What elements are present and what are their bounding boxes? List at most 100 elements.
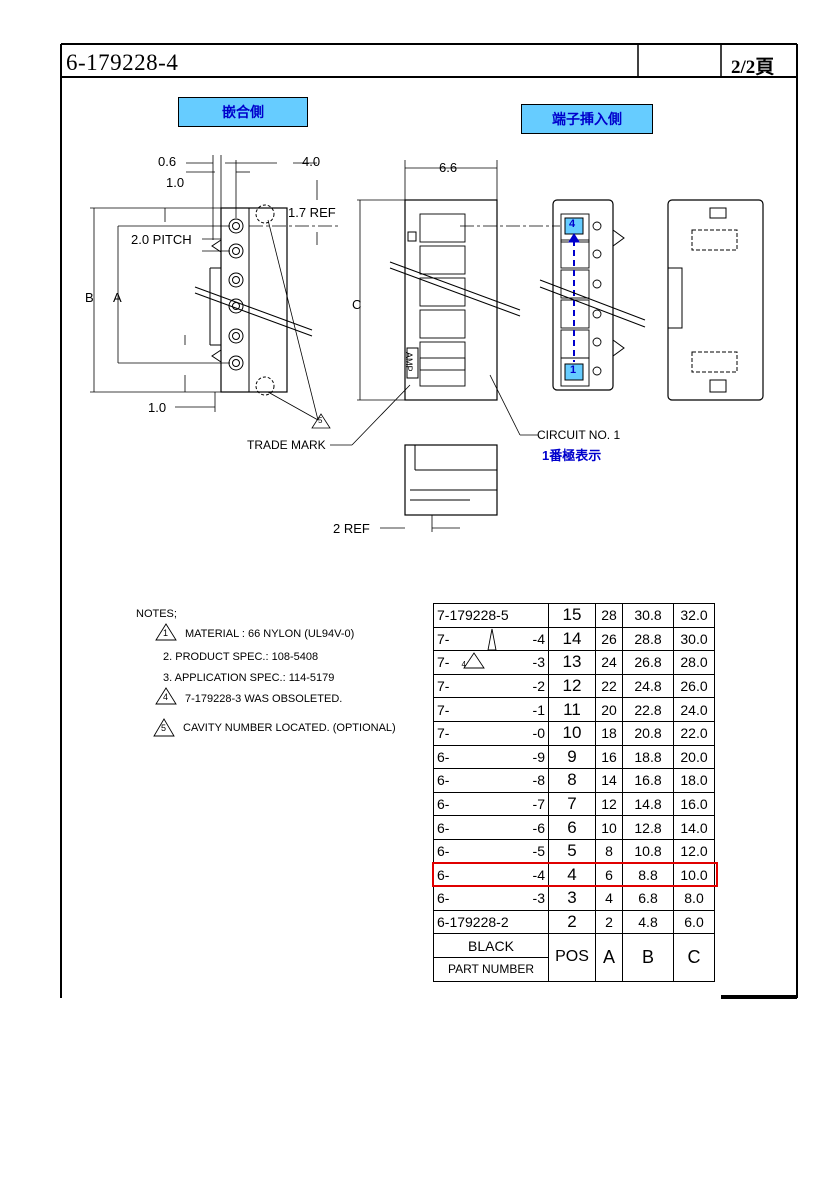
part-prefix-cell: 7-	[433, 697, 494, 722]
a-cell: 22	[595, 673, 623, 699]
b-cell: 4.8	[622, 909, 674, 935]
b-cell: 6.8	[622, 886, 674, 911]
a-cell: 6	[595, 862, 623, 888]
table-row: 6- -7 7 12 14.8 16.0	[433, 791, 715, 817]
dim-b: B	[85, 290, 94, 305]
cavity-4-label: 4	[569, 218, 576, 230]
table-row: 7- -2 12 22 24.8 26.0	[433, 673, 715, 699]
a-cell: 16	[595, 744, 623, 770]
part-prefix-cell: 7-4	[433, 650, 494, 675]
part-prefix-cell: 7-	[433, 720, 494, 746]
part-suffix-cell: -8	[494, 768, 549, 793]
a-cell: 18	[595, 720, 623, 746]
table-row: 6- -8 8 14 16.8 18.0	[433, 768, 715, 793]
table-row: 7- -0 10 18 20.8 22.0	[433, 720, 715, 746]
part-prefix-cell: 6-	[433, 768, 494, 793]
note-5-text: CAVITY NUMBER LOCATED. (OPTIONAL)	[183, 722, 396, 734]
part-suffix-cell: -9	[494, 744, 549, 770]
pos-cell: 15	[548, 603, 596, 628]
table-row: 6- -9 9 16 18.8 20.0	[433, 744, 715, 770]
c-header: C	[673, 933, 715, 982]
part-number-header: PART NUMBER	[433, 956, 549, 982]
a-cell: 8	[595, 838, 623, 864]
b-cell: 16.8	[622, 768, 674, 793]
pos-cell: 8	[548, 768, 596, 793]
dim-4-0: 4.0	[302, 154, 321, 169]
table-row: 6- -5 5 8 10.8 12.0	[433, 838, 715, 864]
pos-cell: 2	[548, 909, 596, 935]
pos-cell: 13	[548, 650, 596, 675]
b-cell: 22.8	[622, 697, 674, 722]
c-cell: 28.0	[673, 650, 715, 675]
c-cell: 26.0	[673, 673, 715, 699]
part-suffix-cell: -5	[494, 838, 549, 864]
b-cell: 30.8	[622, 603, 674, 628]
a-cell: 20	[595, 697, 623, 722]
c-cell: 14.0	[673, 815, 715, 840]
b-cell: 12.8	[622, 815, 674, 840]
table-row: 6- -6 6 10 12.8 14.0	[433, 815, 715, 840]
a-cell: 24	[595, 650, 623, 675]
note-3-text: 3. APPLICATION SPEC.: 114-5179	[163, 672, 335, 684]
c-cell: 8.0	[673, 886, 715, 911]
pos-cell: 3	[548, 886, 596, 911]
note-5-mark: 5	[161, 723, 167, 733]
a-cell: 12	[595, 791, 623, 817]
terminal-insert-side-label: 端子挿入側	[521, 104, 653, 134]
circuit-no-jp-label: 1番極表示	[542, 448, 602, 463]
dim-2-ref: 2 REF	[333, 521, 370, 536]
notes-heading: NOTES;	[136, 608, 177, 620]
part-suffix-cell: -0	[494, 720, 549, 746]
pos-header: POS	[548, 933, 596, 982]
note-4-text: 7-179228-3 WAS OBSOLETED.	[185, 693, 343, 705]
a-cell: 10	[595, 815, 623, 840]
part-suffix-cell: -4	[494, 626, 549, 652]
note-1-text: MATERIAL : 66 NYLON (UL94V-0)	[185, 628, 355, 640]
c-cell: 22.0	[673, 720, 715, 746]
table-row: 6- -3 3 4 6.8 8.0	[433, 886, 715, 911]
b-header: B	[622, 933, 674, 982]
pos-cell: 11	[548, 697, 596, 722]
part-prefix-cell: 6-	[433, 862, 494, 888]
dim-1-0-bottom: 1.0	[148, 400, 167, 415]
c-cell: 20.0	[673, 744, 715, 770]
table-row-highlighted: 6- -4 4 6 8.8 10.0	[433, 862, 715, 888]
part-prefix-cell: 6-	[433, 815, 494, 840]
c-cell: 16.0	[673, 791, 715, 817]
amp-mark: AMP	[404, 352, 414, 372]
c-cell: 24.0	[673, 697, 715, 722]
c-cell: 32.0	[673, 603, 715, 628]
part-suffix-cell: -3	[494, 650, 549, 675]
part-number-cell: 7-179228-5	[433, 603, 549, 628]
a-cell: 2	[595, 909, 623, 935]
cavity-1-label: 1	[570, 364, 577, 376]
a-cell: 26	[595, 626, 623, 652]
part-prefix-cell: 6-	[433, 744, 494, 770]
part-suffix-cell: -3	[494, 886, 549, 911]
trade-mark-label: TRADE MARK	[247, 438, 326, 452]
c-cell: 18.0	[673, 768, 715, 793]
note-2-text: 2. PRODUCT SPEC.: 108-5408	[163, 651, 319, 663]
pos-cell: 6	[548, 815, 596, 840]
c-cell: 30.0	[673, 626, 715, 652]
pos-cell: 7	[548, 791, 596, 817]
b-cell: 18.8	[622, 744, 674, 770]
c-cell: 10.0	[673, 862, 715, 888]
part-prefix-cell: 6-	[433, 886, 494, 911]
drawing-part-number: 6-179228-4	[66, 50, 179, 75]
note-1-mark: 1	[163, 628, 169, 638]
pos-cell: 12	[548, 673, 596, 699]
a-cell: 14	[595, 768, 623, 793]
part-suffix-cell: -1	[494, 697, 549, 722]
dim-2-0-pitch: 2.0 PITCH	[131, 232, 192, 247]
table-row: 7-4 -3 13 24 26.8 28.0	[433, 650, 715, 675]
a-cell: 28	[595, 603, 623, 628]
pos-cell: 5	[548, 838, 596, 864]
b-cell: 26.8	[622, 650, 674, 675]
pos-cell: 14	[548, 626, 596, 652]
b-cell: 8.8	[622, 862, 674, 888]
table-row: 7- -1 11 20 22.8 24.0	[433, 697, 715, 722]
part-suffix-cell: -6	[494, 815, 549, 840]
b-cell: 24.8	[622, 673, 674, 699]
part-prefix-text: 7-	[437, 654, 450, 671]
